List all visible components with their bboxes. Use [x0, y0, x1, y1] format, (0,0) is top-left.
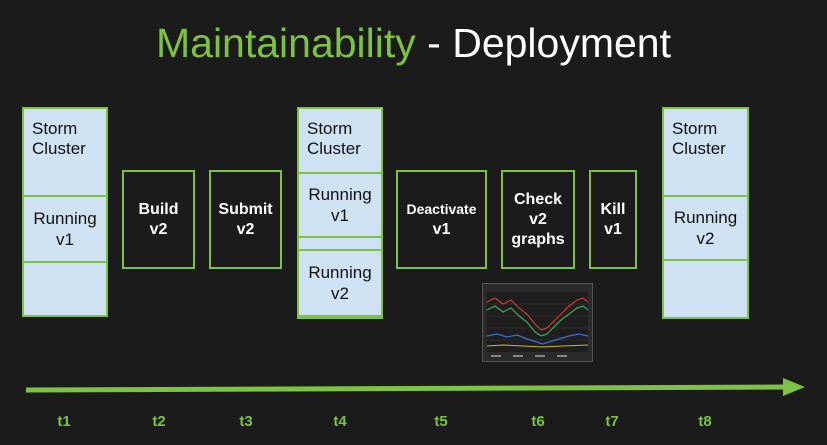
step-line-1: Kill: [600, 200, 626, 218]
step-line-2: v1: [432, 221, 451, 238]
title-accent: Maintainability: [155, 20, 416, 66]
step-submit-v2: Submit v2: [209, 170, 282, 269]
topology-slot-running-v1: Running v1: [297, 172, 383, 238]
slot-line-2: v1: [331, 206, 349, 225]
step-line-1: Deactivate: [406, 201, 477, 217]
timeline-arrowhead: [783, 378, 805, 396]
slot-line-2: v2: [331, 284, 349, 303]
cluster-heading-line-1: Storm: [32, 119, 78, 138]
slot-line-2: v1: [56, 230, 74, 249]
step-line-3: graphs: [511, 230, 565, 248]
step-kill-v1: Kill v1: [589, 170, 637, 269]
time-label-t8: t8: [698, 413, 712, 430]
metrics-graph-thumbnail: [482, 283, 593, 362]
cluster-heading-line-2: Cluster: [307, 139, 361, 158]
timeline-arrow: [25, 378, 805, 396]
slot-line-1: Running: [673, 208, 738, 227]
time-label-t6: t6: [531, 413, 545, 430]
time-label-t1: t1: [57, 413, 71, 430]
topology-slot-running-v2: Running v2: [297, 249, 383, 317]
time-label-t3: t3: [239, 413, 253, 430]
slot-line-1: Running: [308, 263, 372, 282]
step-deactivate-v1: Deactivate v1: [396, 170, 487, 269]
step-line-1: Check: [513, 190, 563, 208]
page-title: Maintainability - Deployment: [0, 20, 827, 67]
step-line-1: Submit: [218, 200, 273, 218]
step-line-2: v2: [529, 210, 547, 228]
cluster-heading-line-2: Cluster: [32, 139, 86, 158]
topology-slot-running-v1: Running v1: [22, 195, 108, 263]
cluster-heading-line-2: Cluster: [672, 139, 726, 158]
step-build-v2: Build v2: [122, 170, 195, 269]
step-line-2: v2: [236, 220, 255, 238]
step-check-v2-graphs: Check v2 graphs: [501, 170, 575, 269]
title-rest: - Deployment: [415, 20, 671, 66]
slot-line-1: Running: [308, 185, 372, 204]
time-label-t7: t7: [605, 413, 619, 430]
step-line-1: Build: [138, 200, 179, 218]
topology-slot-running-v2: Running v2: [662, 195, 749, 261]
slot-line-1: Running: [33, 209, 97, 228]
time-label-t5: t5: [434, 413, 448, 430]
slot-line-2: v2: [696, 229, 715, 248]
step-line-2: v2: [149, 220, 168, 238]
cluster-heading-line-1: Storm: [307, 119, 353, 138]
time-label-t2: t2: [152, 413, 166, 430]
metrics-graph-image: [483, 284, 592, 361]
step-line-2: v1: [604, 220, 622, 238]
cluster-heading-line-1: Storm: [672, 119, 718, 138]
time-label-t4: t4: [333, 413, 347, 430]
